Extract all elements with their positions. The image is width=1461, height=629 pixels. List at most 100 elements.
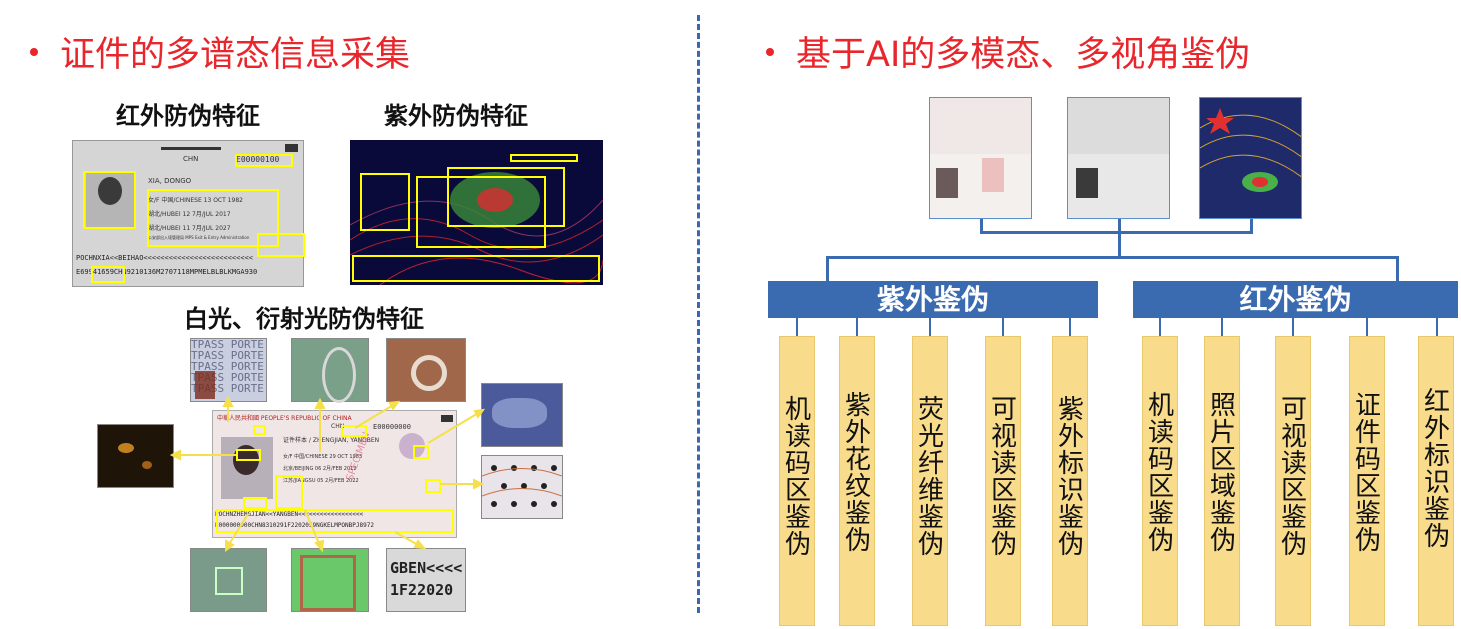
zoom-tile-mrz: GBEN<<<< 1F22020 (386, 548, 466, 612)
thumb-uv-pattern (1200, 108, 1301, 192)
white-highlight-ovi (275, 475, 303, 509)
section-divider (697, 15, 700, 613)
ir-card-authority: 公安部出入境管理局 MPS Exit & Entry Administratio… (148, 235, 250, 240)
uv-item-label: 紫外花纹鉴伪 (844, 391, 871, 556)
connector-line (1250, 219, 1253, 233)
tile-hologram-shape (492, 398, 547, 428)
connector-line (1002, 318, 1004, 336)
uv-item-box: 机读码区鉴伪 (779, 336, 815, 626)
ir-card-mrz-line2: E69941659CHN9210136M2707118MPMELBLBLKMGA… (76, 268, 258, 276)
white-card-country: CHN (331, 423, 345, 430)
tile-mrz-line1: GBEN<<<< (390, 559, 463, 577)
tile-ovi-square (215, 567, 243, 595)
white-highlight-seal (425, 479, 441, 493)
ir-item-box: 照片区域鉴伪 (1204, 336, 1240, 626)
left-title-text: 证件的多谱态信息采集 (60, 35, 411, 75)
thumb-photo (1076, 168, 1098, 198)
chip-icon (441, 415, 453, 422)
white-card-row3: 江苏/JIANGSU 05 2月/FEB 2022 (283, 478, 359, 484)
white-card-name: 证件样本 / ZHENGJIAN, YANGBEN (283, 437, 380, 444)
uv-highlight-photo (360, 173, 410, 231)
zoom-tile-hologram (481, 383, 563, 447)
right-title-text: 基于AI的多模态、多视角鉴伪 (796, 35, 1251, 75)
ir-item-box: 可视读区鉴伪 (1275, 336, 1311, 626)
zoom-connector-arrows (169, 395, 486, 553)
tile-microtext-line: TPASS PORTE (191, 360, 264, 373)
ir-highlight-signature (257, 233, 305, 257)
thumb-top-page (1068, 98, 1169, 154)
connector-line (826, 256, 829, 282)
ir-passport-image: CHN E00000100 XIA, DONGO 女/F 中国/CHINESE … (72, 140, 305, 287)
thumb-red-stamp (982, 158, 1004, 192)
connector-line (826, 256, 1399, 259)
tile-red-pattern (300, 555, 356, 611)
uv-highlight-number (510, 154, 578, 162)
zoom-tile-microtext: TPASS PORTE TPASS PORTE TPASS PORTE TPAS… (190, 338, 267, 402)
white-feature-label: 白光、衍射光防伪特征 (184, 305, 424, 333)
uv-highlight-fluor (447, 167, 565, 227)
zoom-tile-guilloche (291, 338, 369, 403)
ir-card-row2: 湖北/HUBEI 12 7月/JUL 2017 (148, 211, 231, 218)
ir-item-label: 机读码区鉴伪 (1147, 391, 1174, 556)
ir-card-row1: 女/F 中国/CHINESE 13 OCT 1982 (148, 197, 243, 204)
ir-card-photo (86, 171, 134, 229)
zoom-tile-dots (481, 455, 563, 519)
tile-red-mark (195, 371, 215, 399)
white-highlight-face (236, 449, 261, 461)
tile-mrz-line2: 1F22020 (390, 581, 454, 599)
ir-item-box: 红外标识鉴伪 (1418, 336, 1454, 626)
thumb-top-page (930, 98, 1031, 154)
connector-line (796, 318, 798, 336)
connector-line (1221, 318, 1223, 336)
ir-item-box: 机读码区鉴伪 (1142, 336, 1178, 626)
white-highlight-sig (243, 497, 267, 509)
ir-card-country: CHN (183, 155, 199, 163)
zoom-tile-green (291, 548, 369, 612)
uv-pattern-graphic (350, 172, 603, 285)
connector-line (856, 318, 858, 336)
connector-line (1069, 318, 1071, 336)
ir-card-number: E00000100 (236, 155, 280, 164)
uv-item-label: 可视读区鉴伪 (990, 395, 1017, 560)
uv-item-box: 可视读区鉴伪 (985, 336, 1021, 626)
uv-item-box: 荧光纤维鉴伪 (912, 336, 948, 626)
left-section-title: 证件的多谱态信息采集 (30, 26, 410, 77)
uv-highlight-mrz (352, 255, 600, 282)
uv-passport-image (350, 140, 603, 285)
uv-item-label: 荧光纤维鉴伪 (917, 395, 944, 560)
tile-microtext-line: TPASS PORTE (191, 382, 264, 395)
tile-fiber-spot (142, 461, 152, 469)
connector-line (1159, 318, 1161, 336)
uv-authentication-banner: 紫外鉴伪 (768, 281, 1098, 318)
tile-dots-pattern (481, 465, 563, 507)
tile-microtext-line: TPASS PORTE (191, 338, 264, 351)
ir-highlight-photo (83, 171, 136, 229)
white-highlight-header (253, 425, 266, 435)
passport-thumb-ir (1067, 97, 1170, 219)
right-section-title: 基于AI的多模态、多视角鉴伪 (766, 26, 1250, 77)
white-card-header: 中華人民共和國 PEOPLE'S REPUBLIC OF CHINA (217, 415, 352, 422)
bullet-dot (766, 48, 774, 56)
chip-icon (285, 144, 298, 152)
ir-highlight-mrz (91, 266, 125, 283)
ir-item-box: 证件码区鉴伪 (1349, 336, 1385, 626)
white-card-number: E00000000 (373, 423, 411, 431)
ir-card-header-line (161, 147, 221, 154)
zoom-tile-ovi (190, 548, 267, 612)
ir-highlight-text (147, 189, 279, 247)
tile-microtext-line: TPASS PORTE (191, 349, 264, 362)
passport-thumb-uv (1199, 97, 1302, 219)
connector-line (1396, 256, 1399, 282)
thumb-photo (936, 168, 958, 198)
ir-authentication-banner: 红外鉴伪 (1133, 281, 1458, 318)
ir-item-label: 红外标识鉴伪 (1423, 387, 1450, 552)
connector-line (1118, 219, 1121, 257)
white-card-row2: 北京/BEIJING 06 2月/FEB 2012 (283, 466, 357, 472)
uv-item-label: 机读码区鉴伪 (784, 395, 811, 560)
passport-thumb-white (929, 97, 1032, 219)
ir-card-name: XIA, DONGO (148, 177, 192, 185)
uv-highlight-emblem (416, 176, 546, 248)
uv-feature-label: 紫外防伪特征 (384, 102, 528, 130)
bullet-dot (30, 48, 38, 56)
uv-bracket (768, 318, 1098, 320)
